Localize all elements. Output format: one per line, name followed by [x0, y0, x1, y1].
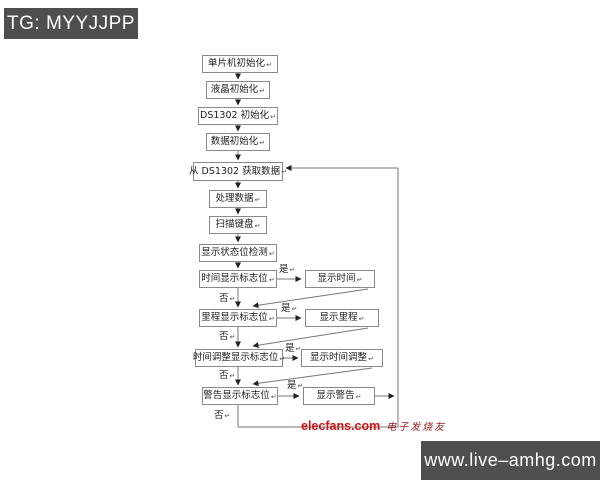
- flow-action-display-warning: 显示警告↵: [303, 387, 375, 405]
- paragraph-mark: ↵: [229, 295, 236, 303]
- paragraph-mark: ↵: [266, 60, 272, 69]
- branch-yes-arrows: [277, 276, 302, 399]
- flow-step-mileage-display-flag: 里程显示标志位↵: [199, 309, 277, 327]
- yes-label-3: 是↵: [285, 343, 302, 354]
- paragraph-mark: ↵: [355, 392, 362, 401]
- yes-label-2: 是↵: [281, 303, 298, 314]
- paragraph-mark: ↵: [224, 412, 231, 420]
- watermark: elecfans.com 电子发烧友: [301, 418, 446, 433]
- flow-step-time-display-flag: 时间显示标志位↵: [199, 270, 277, 288]
- top-left-tag-text: TG: MYYJJPP: [7, 12, 135, 34]
- flow-step-scan-keyboard: 扫描键盘↵: [209, 216, 267, 234]
- flow-step-process-data: 处理数据↵: [209, 190, 267, 208]
- flow-step-lcd-init: 液晶初始化↵: [206, 81, 270, 99]
- paragraph-mark: ↵: [358, 314, 365, 323]
- flow-step-display-status-detect: 显示状态位检测↵: [199, 244, 277, 262]
- paragraph-mark: ↵: [229, 333, 236, 341]
- yes-label-1: 是↵: [279, 264, 296, 275]
- paragraph-mark: ↵: [289, 266, 296, 274]
- paragraph-mark: ↵: [291, 305, 298, 313]
- paragraph-mark: ↵: [268, 249, 275, 258]
- paragraph-mark: ↵: [254, 195, 261, 204]
- no-label-4: 否↵: [214, 410, 231, 421]
- feedback-loop: [238, 165, 399, 428]
- flow-step-time-adjust-display-flag: 时间调整显示标志位↵: [193, 349, 286, 367]
- paragraph-mark: ↵: [270, 392, 277, 401]
- bottom-right-url-badge: www.live–amhg.com: [421, 441, 600, 480]
- top-left-tag-badge: TG: MYYJJPP: [4, 8, 138, 39]
- paragraph-mark: ↵: [254, 221, 261, 230]
- paragraph-mark: ↵: [259, 86, 266, 95]
- flow-action-display-time: 显示时间↵: [305, 270, 375, 288]
- paragraph-mark: ↵: [295, 345, 302, 353]
- flow-action-display-mileage: 显示里程↵: [305, 309, 379, 327]
- paragraph-mark: ↵: [268, 314, 275, 323]
- watermark-suffix: 电子发烧友: [386, 422, 447, 433]
- watermark-brand: elecfans.com: [301, 419, 381, 433]
- flow-step-ds1302-init: DS1302 初始化↵: [198, 107, 278, 125]
- paragraph-mark: ↵: [356, 275, 363, 284]
- paragraph-mark: ↵: [297, 382, 304, 390]
- no-label-3: 否↵: [219, 370, 236, 381]
- paragraph-mark: ↵: [270, 112, 276, 121]
- diagonal-return-arrows: [252, 288, 373, 387]
- paragraph-mark: ↵: [229, 372, 236, 380]
- flow-action-display-time-adjust: 显示时间调整↵: [301, 349, 383, 367]
- bottom-right-url-text: www.live–amhg.com: [424, 450, 597, 470]
- paragraph-mark: ↵: [259, 138, 266, 147]
- paragraph-mark: ↵: [279, 354, 286, 363]
- no-label-1: 否↵: [219, 293, 236, 304]
- paragraph-mark: ↵: [268, 275, 275, 284]
- yes-label-4: 是↵: [287, 380, 304, 391]
- flow-step-mcu-init: 单片机初始化↵: [202, 55, 278, 73]
- paragraph-mark: ↵: [368, 354, 374, 363]
- flow-step-data-init: 数据初始化↵: [206, 133, 270, 151]
- paragraph-mark: ↵: [281, 168, 287, 176]
- flow-step-warning-display-flag: 警告显示标志位↵: [202, 387, 278, 405]
- no-label-2: 否↵: [219, 331, 236, 342]
- flow-step-get-ds1302-data: 从 DS1302 获取数据↵: [189, 162, 287, 181]
